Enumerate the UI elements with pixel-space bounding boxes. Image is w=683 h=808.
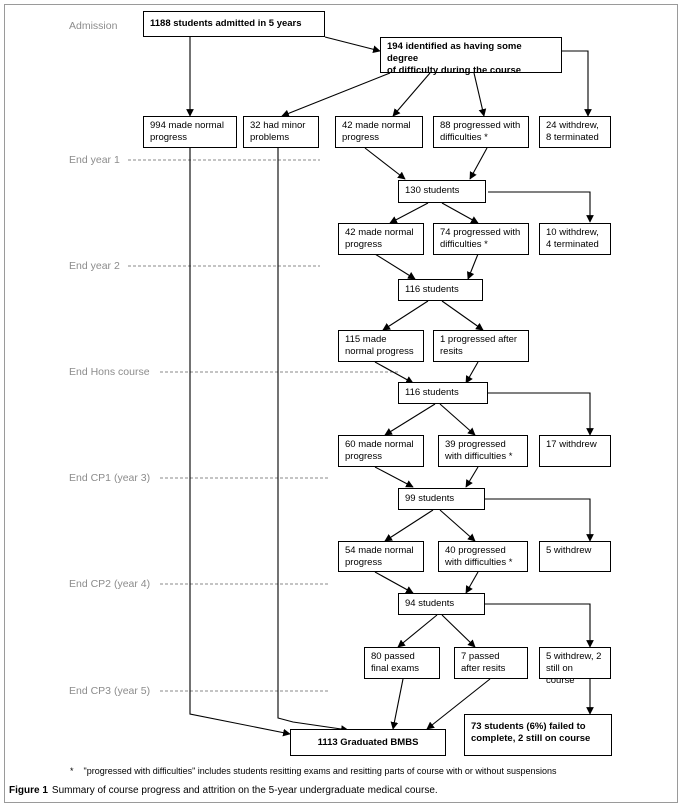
node-y1-students: 130 students: [398, 180, 486, 203]
node-y1-normal-42: 42 made normal progress: [335, 116, 423, 148]
node-identified: 194 identified as having some degree of …: [380, 37, 562, 76]
node-cp3-passed: 80 passed final exams: [364, 647, 440, 679]
node-y2-progressed: 74 progressed with difficulties *: [433, 223, 529, 255]
stage-end-cp2: End CP2 (year 4): [69, 578, 151, 590]
stage-dividers: [128, 159, 400, 692]
node-graduated: 1113 Graduated BMBS: [290, 729, 446, 756]
node-cp2-withdrew: 5 withdrew: [539, 541, 611, 572]
caption-label: Figure 1: [9, 785, 48, 796]
node-hons-students: 116 students: [398, 382, 488, 404]
node-cp3-withdrew: 5 withdrew, 2 still on course: [539, 647, 611, 686]
node-y1-minor: 32 had minor problems: [243, 116, 319, 148]
stage-end-year2: End year 2: [69, 260, 120, 272]
caption-text: Summary of course progress and attrition…: [51, 785, 438, 796]
stage-end-year1: End year 1: [69, 154, 120, 166]
node-y1-normal-994: 994 made normal progress: [143, 116, 237, 148]
stage-end-cp3: End CP3 (year 5): [69, 685, 151, 697]
node-y2-withdrew: 10 withdrew, 4 terminated: [539, 223, 611, 255]
node-failed: 73 students (6%) failed to complete, 2 s…: [464, 714, 612, 756]
node-cp2-progressed: 40 progressed with difficulties *: [438, 541, 528, 572]
footnote-text: "progressed with difficulties" includes …: [83, 766, 557, 776]
node-cp1-normal: 60 made normal progress: [338, 435, 424, 467]
node-y2-normal: 42 made normal progress: [338, 223, 424, 255]
node-hons-normal: 115 made normal progress: [338, 330, 424, 362]
footnote: * "progressed with difficulties" includes…: [70, 766, 556, 776]
node-cp3-resits: 7 passed after resits: [454, 647, 528, 679]
node-cp1-progressed: 39 progressed with difficulties *: [438, 435, 528, 467]
node-cp2-normal: 54 made normal progress: [338, 541, 424, 572]
node-cp2-students: 94 students: [398, 593, 485, 615]
node-hons-resits: 1 progressed after resits: [433, 330, 529, 362]
node-cp1-students: 99 students: [398, 488, 485, 510]
node-y1-withdrew: 24 withdrew, 8 terminated: [539, 116, 611, 148]
stage-end-hons: End Hons course: [69, 366, 150, 378]
node-y1-progressed-88: 88 progressed with difficulties *: [433, 116, 529, 148]
figure-frame: [4, 4, 678, 803]
node-y2-students: 116 students: [398, 279, 483, 301]
footnote-marker: *: [70, 766, 74, 776]
stage-end-cp1: End CP1 (year 3): [69, 472, 151, 484]
stage-admission: Admission: [69, 20, 118, 32]
node-cp1-withdrew: 17 withdrew: [539, 435, 611, 467]
node-admitted: 1188 students admitted in 5 years: [143, 11, 325, 37]
